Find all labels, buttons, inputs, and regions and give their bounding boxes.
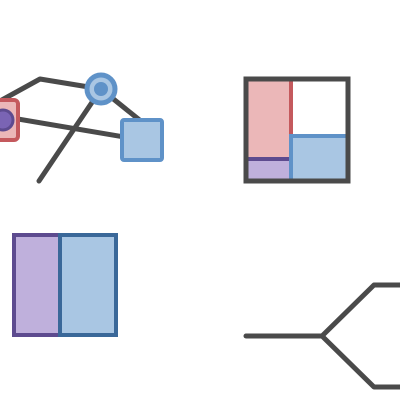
treemap-red-cell: [244, 77, 293, 161]
tree-branch-lower: [319, 333, 400, 390]
graph-edge-top: [0, 76, 104, 104]
side-by-side-bars-icon: [12, 233, 118, 337]
branching-tree-icon: [243, 282, 400, 390]
graph-node-blue-box: [120, 118, 164, 162]
bars-blue-cell: [58, 233, 118, 337]
graph-edge-cross: [0, 113, 145, 143]
treemap-blue-cell: [289, 134, 350, 183]
graph-edge-down: [36, 86, 104, 184]
treemap-outline: [243, 76, 351, 184]
graph-node-purple-dot: [0, 108, 15, 132]
tree-branch-upper: [319, 282, 400, 339]
graph-node-blue-core: [94, 82, 108, 96]
node-link-graph-icon: [0, 72, 164, 184]
treemap-purple-cell: [244, 157, 293, 183]
treemap-icon: [243, 76, 351, 184]
bars-purple-cell: [12, 233, 62, 337]
